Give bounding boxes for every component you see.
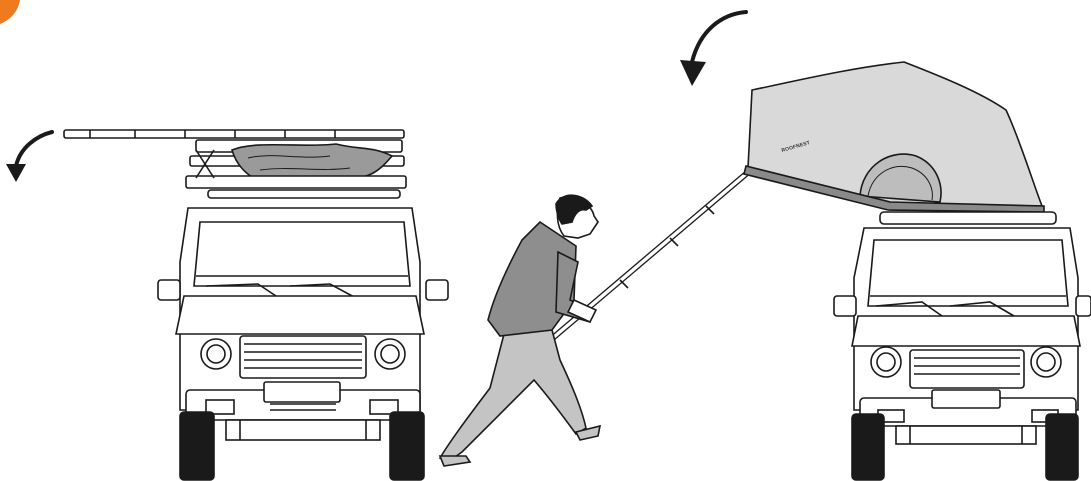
corner-badge <box>0 0 20 24</box>
vehicle-right: ROOFNEST <box>744 62 1091 480</box>
person <box>440 174 746 466</box>
curved-arrow-icon <box>6 132 52 182</box>
folded-tent <box>64 130 406 188</box>
open-tent: ROOFNEST <box>744 62 1044 212</box>
curved-arrow-icon <box>680 12 746 86</box>
vehicle-left <box>64 130 448 480</box>
